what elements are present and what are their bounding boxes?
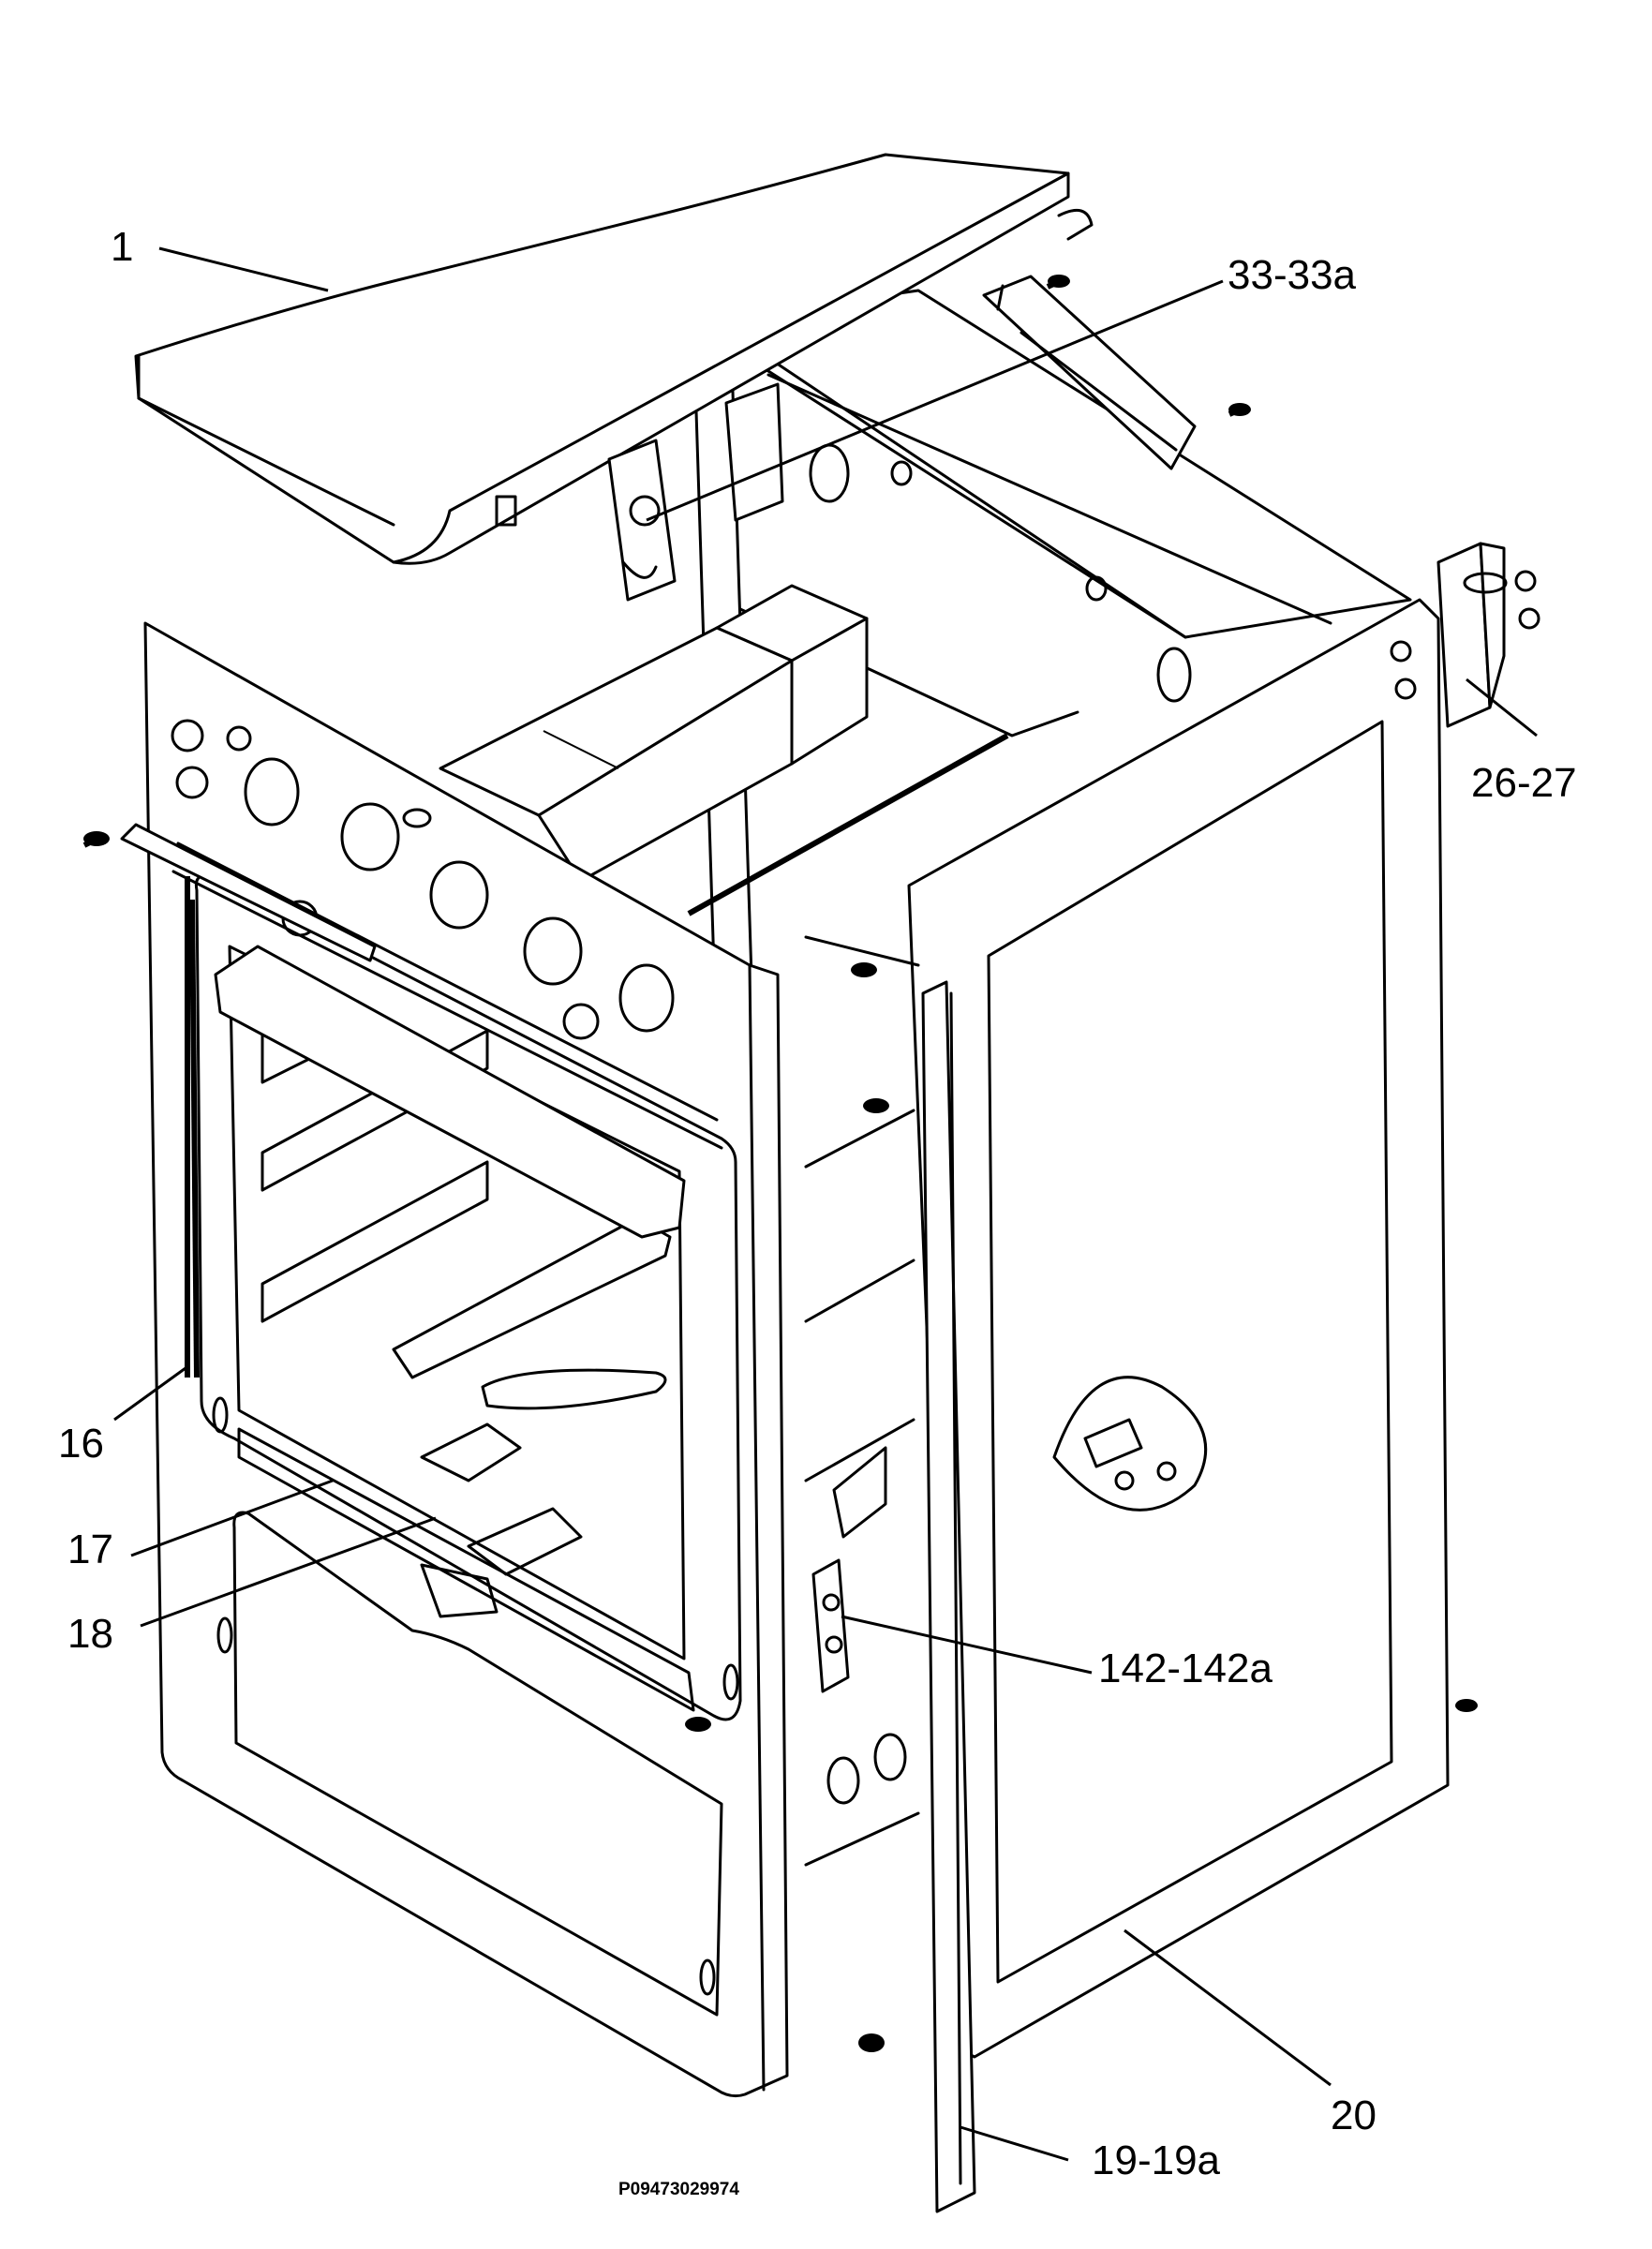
- side-bracket: [1436, 542, 1540, 728]
- front-rail: [120, 823, 377, 962]
- screw-icon: [858, 2033, 885, 2052]
- screw-icon: [1228, 403, 1251, 417]
- lower-back: [804, 935, 920, 1867]
- cavity-bracket: [811, 1558, 850, 1693]
- callout-18: 18: [67, 1611, 113, 1657]
- callout-1: 1: [111, 224, 133, 270]
- side-trim-strip: [921, 980, 976, 2213]
- screw-icon: [851, 962, 877, 977]
- leader-20: [1124, 1929, 1332, 2087]
- rear-bracket: [607, 382, 784, 602]
- leader-26: [1466, 678, 1538, 737]
- callout-labels: 1 33-33a 26-27 16 17 18 142-142a 20 19-1…: [58, 224, 1577, 2199]
- screw-icon: [1046, 275, 1070, 290]
- leader-16: [113, 1366, 186, 1422]
- callout-33-33a: 33-33a: [1228, 252, 1357, 298]
- side-panel: [907, 598, 1450, 2059]
- figure-code: P09473029974: [618, 2180, 739, 2199]
- screws: [82, 275, 1478, 2052]
- screw-icon: [82, 831, 110, 848]
- leader-17: [130, 1479, 334, 1557]
- screw-icon: [1455, 1699, 1478, 1712]
- front-frame: [143, 621, 789, 2098]
- callout-142-142a: 142-142a: [1098, 1646, 1272, 1691]
- screw-icon: [863, 1098, 889, 1113]
- callout-20: 20: [1331, 2093, 1377, 2138]
- callout-26-27: 26-27: [1471, 760, 1577, 806]
- leader-19: [960, 2125, 1069, 2162]
- callout-16: 16: [58, 1421, 104, 1467]
- leader-33: [646, 279, 1224, 522]
- leader-18: [140, 1516, 437, 1628]
- screw-icon: [685, 1717, 711, 1732]
- leader-142: [841, 1615, 1093, 1675]
- callout-17: 17: [67, 1527, 113, 1572]
- callout-19-19a: 19-19a: [1092, 2137, 1221, 2183]
- leader-lines: [113, 246, 1538, 2162]
- leader-1: [158, 246, 329, 292]
- rear-rail: [982, 275, 1197, 470]
- insulation-block: [439, 584, 869, 883]
- top-panel: [134, 153, 1094, 565]
